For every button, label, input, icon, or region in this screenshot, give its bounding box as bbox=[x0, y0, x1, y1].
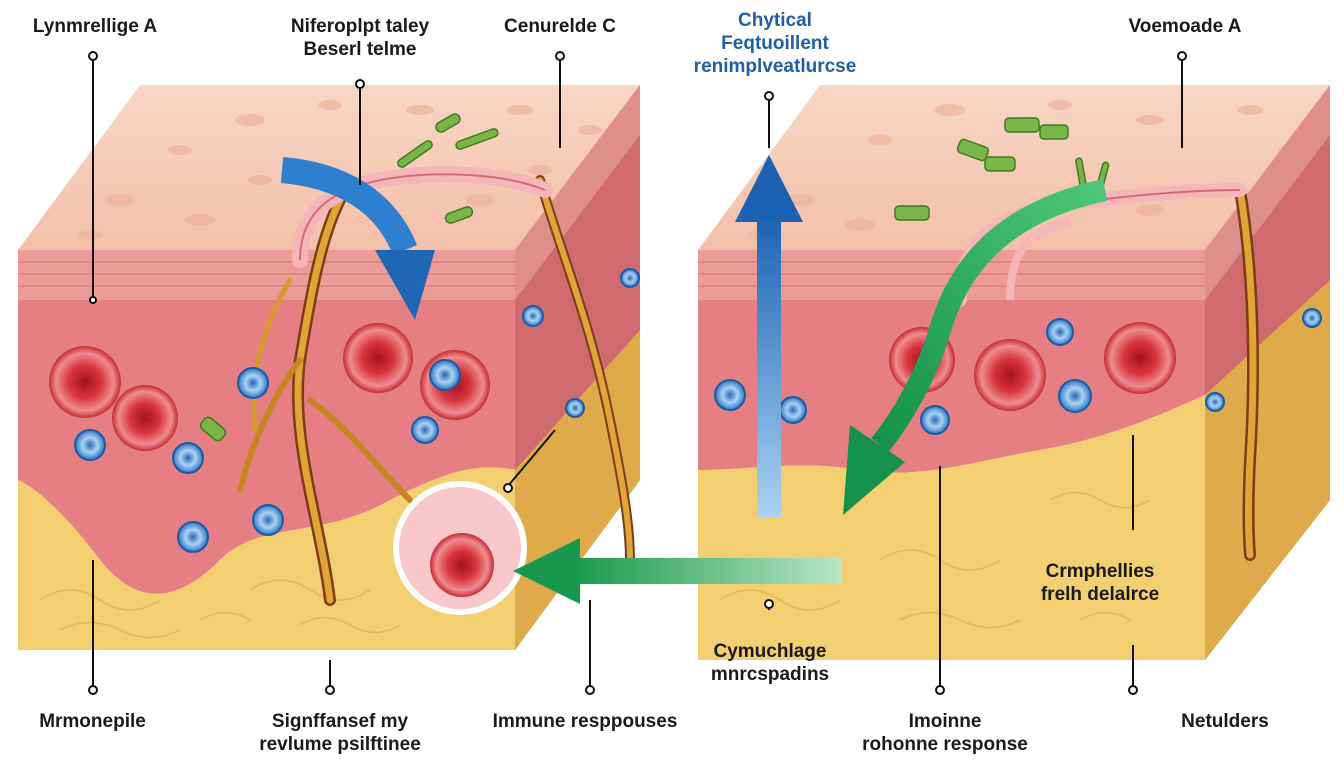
label-top-right: Voemoade A bbox=[1100, 15, 1270, 38]
right-skin-block bbox=[698, 85, 1330, 660]
immune-cell bbox=[74, 429, 106, 461]
label-top-left-text: Lynmrellige A bbox=[32, 16, 158, 37]
label-mid-center-line1: Cymuchlage bbox=[713, 641, 827, 662]
left-fat-front bbox=[18, 467, 515, 650]
immune-cell bbox=[522, 305, 544, 327]
right-surface-texture bbox=[748, 100, 1302, 240]
immune-cell bbox=[1058, 379, 1092, 413]
right-nerve-bundle bbox=[1234, 184, 1259, 561]
immune-cell bbox=[429, 359, 461, 391]
left-skin-block bbox=[18, 85, 640, 650]
label-bottom-4-line1: Imoinne bbox=[908, 711, 982, 732]
label-top-mid: Niferoplpt taley Beserl telme bbox=[240, 15, 480, 61]
immune-cell bbox=[779, 396, 807, 424]
label-bottom-1-text: Mrmonepile bbox=[39, 711, 146, 732]
immune-cell bbox=[177, 521, 209, 553]
label-bottom-3: Immune resppouses bbox=[460, 710, 710, 733]
immune-cell bbox=[714, 379, 746, 411]
label-mid-right: Crmphellies frelh delalrce bbox=[1015, 560, 1185, 606]
label-bottom-1: Mrmonepile bbox=[10, 710, 175, 733]
red-blood-cell bbox=[974, 339, 1046, 411]
right-immune-cells bbox=[714, 308, 1322, 435]
vertical-blue-arrow-shaft bbox=[757, 215, 781, 517]
label-top-blue-line1: Chytical bbox=[738, 10, 812, 31]
immune-cell bbox=[252, 504, 284, 536]
label-top-blue-line3: renimplveatlurcse bbox=[693, 56, 857, 77]
label-top-c: Cenurelde C bbox=[470, 15, 650, 38]
label-bottom-2-line1: Signffansef my bbox=[271, 711, 409, 732]
immune-cell bbox=[1302, 308, 1322, 328]
red-blood-cell bbox=[430, 533, 494, 597]
right-dermis-front bbox=[698, 300, 1205, 473]
label-bottom-4: Imoinne rohonne response bbox=[830, 710, 1060, 756]
label-bottom-right: Netulders bbox=[1145, 710, 1305, 733]
horizontal-green-arrow-shaft bbox=[570, 558, 842, 584]
magnified-cell-bubble bbox=[393, 481, 527, 615]
immune-cell bbox=[237, 367, 269, 399]
diagonal-green-arrowhead bbox=[843, 425, 905, 515]
red-blood-cell bbox=[112, 385, 178, 451]
label-bottom-2: Signffansef my revlume psilftinee bbox=[220, 710, 460, 756]
label-bottom-3-text: Immune resppouses bbox=[492, 711, 678, 732]
immune-cell bbox=[1046, 318, 1074, 346]
immune-cell bbox=[1205, 392, 1225, 412]
right-side-epidermis bbox=[1205, 85, 1330, 300]
right-side-fat bbox=[1205, 280, 1330, 660]
label-top-left: Lynmrellige A bbox=[10, 15, 180, 38]
label-top-c-text: Cenurelde C bbox=[504, 16, 616, 37]
curved-blue-arrow bbox=[280, 157, 418, 256]
left-side-epidermis bbox=[515, 85, 640, 300]
label-mid-right-line2: frelh delalrce bbox=[1040, 584, 1160, 605]
right-fat-front bbox=[698, 395, 1205, 660]
label-mid-center: Cymuchlage mnrcspadins bbox=[680, 640, 860, 686]
label-bottom-4-line2: rohonne response bbox=[862, 734, 1028, 755]
left-surface-texture bbox=[78, 100, 602, 240]
red-blood-cell bbox=[49, 346, 121, 418]
label-bottom-right-text: Netulders bbox=[1181, 711, 1269, 732]
left-nerve-bundle bbox=[237, 175, 635, 606]
label-mid-right-line1: Crmphellies bbox=[1045, 561, 1155, 582]
label-mid-center-line2: mnrcspadins bbox=[710, 664, 830, 685]
leader-dots bbox=[88, 51, 1187, 695]
immune-cell bbox=[620, 268, 640, 288]
immune-cell bbox=[920, 405, 950, 435]
immune-cell bbox=[411, 416, 439, 444]
diagonal-green-arrow bbox=[871, 179, 1108, 452]
left-bacteria bbox=[199, 113, 499, 442]
label-top-blue-line2: Feqtuoillent bbox=[721, 33, 829, 54]
vertical-blue-arrowhead bbox=[735, 155, 803, 222]
label-top-mid-line2: Beserl telme bbox=[303, 39, 417, 60]
red-blood-cell bbox=[1104, 322, 1176, 394]
red-blood-cell bbox=[343, 323, 413, 393]
label-top-blue: Chytical Feqtuoillent renimplveatlurcse bbox=[660, 9, 890, 78]
immune-cell bbox=[172, 442, 204, 474]
label-bottom-2-line2: revlume psilftinee bbox=[259, 734, 421, 755]
label-top-mid-line1: Niferoplpt taley bbox=[290, 16, 430, 37]
immune-cell bbox=[565, 398, 585, 418]
leader-lines bbox=[92, 56, 1183, 690]
curved-blue-arrowhead bbox=[375, 250, 435, 320]
left-immune-cells bbox=[74, 268, 640, 553]
label-top-right-text: Voemoade A bbox=[1128, 16, 1242, 37]
horizontal-green-arrowhead bbox=[513, 538, 580, 604]
